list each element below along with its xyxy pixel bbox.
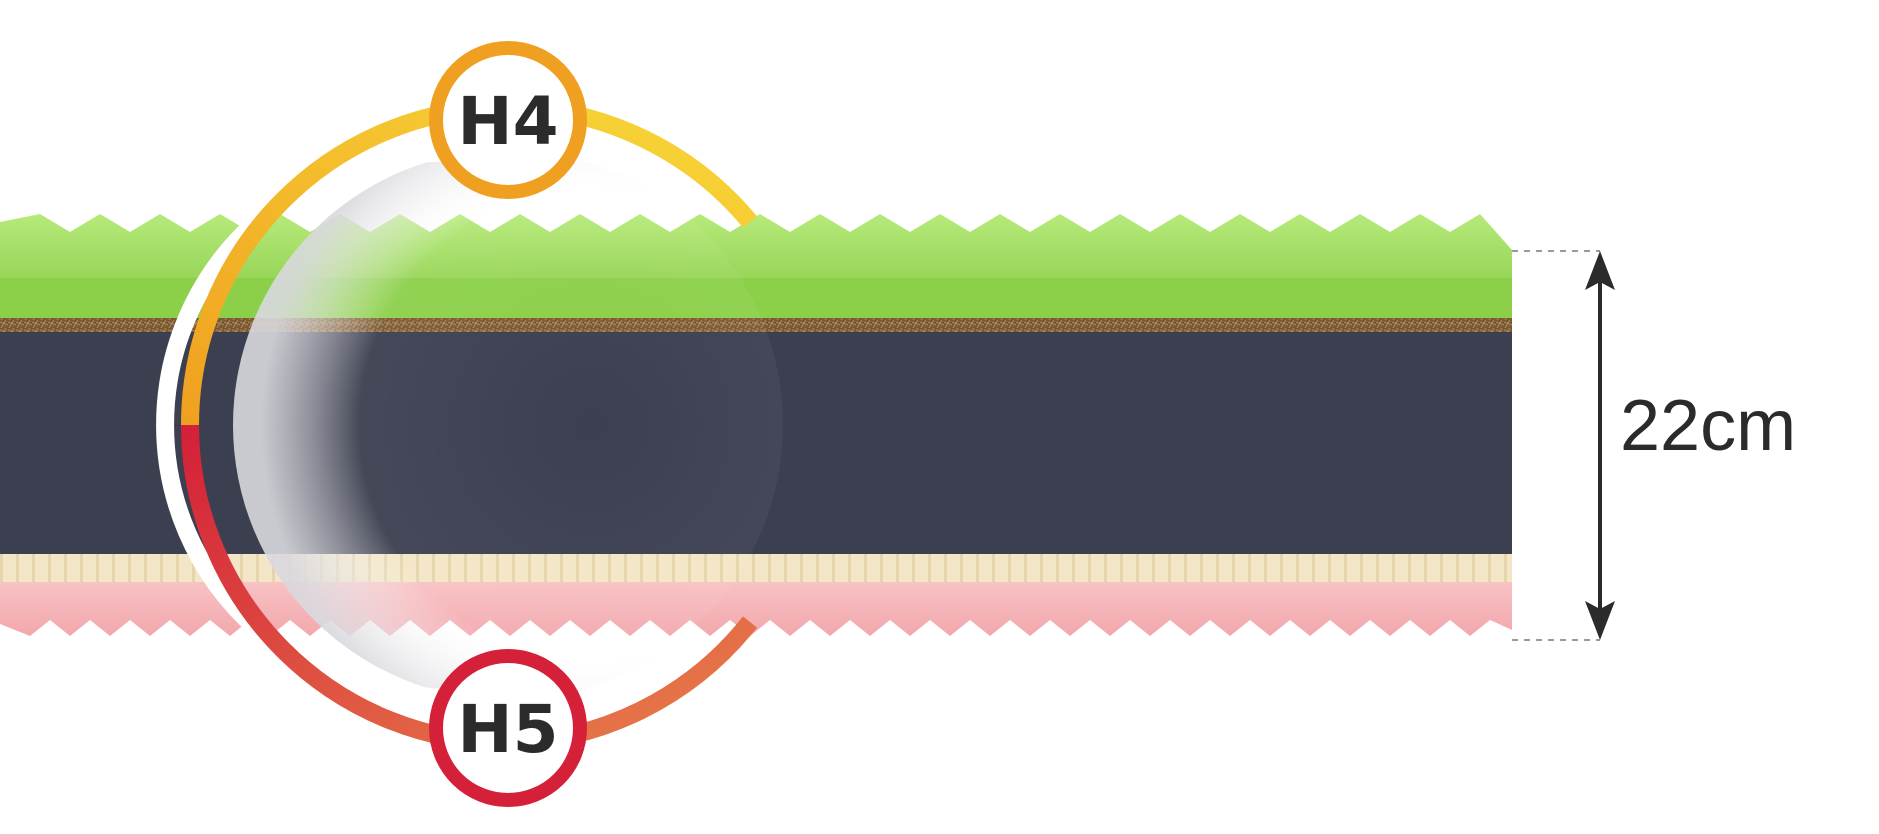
firmness-badge-bottom: H5: [429, 649, 587, 807]
firmness-arc-bottom: [181, 424, 758, 753]
height-indicator: 22cm: [1512, 250, 1796, 641]
firmness-arc-top: [181, 97, 757, 426]
arrow-up-icon: [1585, 251, 1615, 290]
cutaway-lens: [156, 144, 783, 706]
firmness-top-label: H4: [457, 83, 558, 160]
height-label: 22cm: [1620, 386, 1796, 466]
firmness-badge-top: H4: [429, 41, 587, 199]
arrow-down-icon: [1585, 601, 1615, 640]
latex-layer: [0, 554, 1512, 582]
firmness-bottom-label: H5: [457, 691, 558, 768]
